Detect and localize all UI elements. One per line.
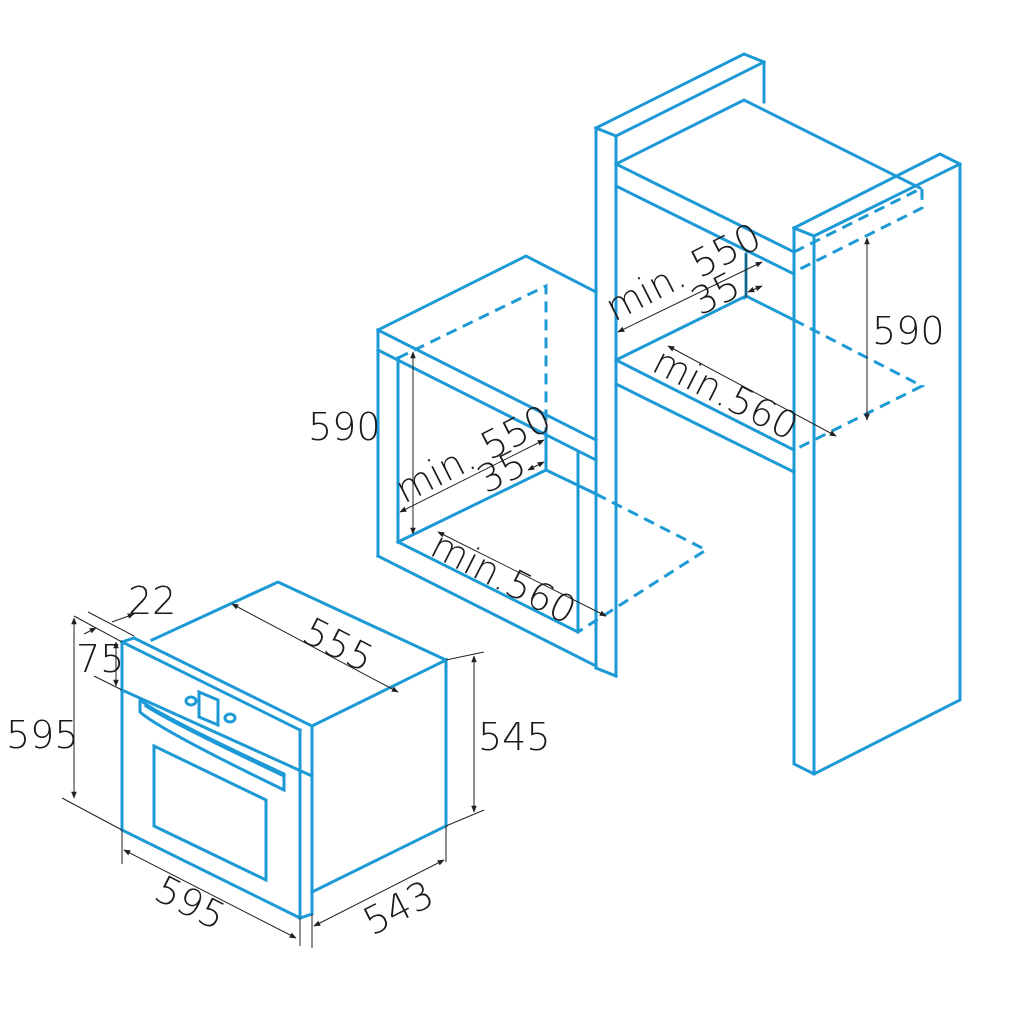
knob-icon <box>184 695 198 707</box>
display-icon <box>197 689 220 728</box>
body-depth-label: 543 <box>356 872 441 944</box>
knob-icon <box>223 712 237 724</box>
door-handle <box>138 696 286 793</box>
tall-min-depth-label: min. 550 <box>598 214 768 330</box>
uc-min-width-label: min.560 <box>424 523 583 633</box>
uc-niche-height-label: 590 <box>308 405 381 449</box>
panel-thickness-label: 22 <box>128 579 176 623</box>
tall-niche-height-label: 590 <box>872 309 945 353</box>
dimension-lines <box>61 237 870 948</box>
door-window <box>152 743 268 883</box>
body-height-label: 545 <box>478 715 551 759</box>
tall-min-width-label: min.560 <box>646 339 805 449</box>
top-depth-label: 555 <box>296 609 381 681</box>
control-panel-height-label: 75 <box>76 637 124 681</box>
uc-min-depth-label: min. 550 <box>388 396 558 512</box>
front-height-label: 595 <box>6 713 79 757</box>
